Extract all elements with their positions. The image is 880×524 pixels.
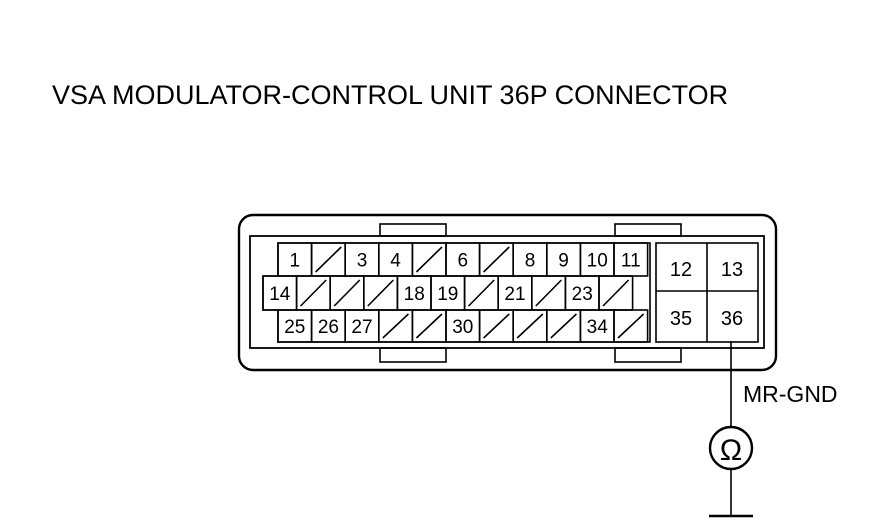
wire-label-mr-gnd: MR-GND	[743, 381, 838, 407]
pin-4: 4	[390, 251, 401, 272]
unused-pin-slash	[535, 279, 562, 307]
pin-1: 1	[290, 251, 301, 272]
pin-8: 8	[525, 251, 536, 272]
unused-pin-slash	[415, 313, 443, 339]
pin-9: 9	[558, 251, 569, 272]
unused-pin-slash	[550, 313, 577, 339]
pin-3: 3	[357, 251, 368, 272]
unused-pin-slash	[468, 279, 495, 307]
pin-13: 13	[721, 259, 743, 281]
unused-pin-slash	[300, 279, 327, 307]
unused-pin-slash	[483, 246, 510, 273]
diagram-title: VSA MODULATOR-CONTROL UNIT 36P CONNECTOR	[52, 80, 728, 110]
lock-tab-top-left	[379, 223, 447, 237]
lock-tab-bottom-right	[614, 347, 682, 363]
pin-26: 26	[318, 317, 339, 338]
pin-35: 35	[670, 308, 692, 330]
pin-34: 34	[587, 317, 609, 338]
pin-30: 30	[452, 317, 473, 338]
pin-21: 21	[504, 284, 525, 305]
right-block-pins: 12 13 35 36	[670, 259, 743, 330]
unused-pin-slash	[382, 313, 409, 339]
unused-pin-slash	[516, 313, 544, 339]
unused-pin-slash	[367, 279, 394, 307]
pin-11: 11	[621, 251, 641, 272]
unused-pin-slash	[602, 279, 630, 307]
lock-tab-top-right	[614, 223, 682, 237]
pin-23: 23	[572, 284, 593, 305]
ground-icon	[709, 469, 753, 518]
pin-12: 12	[670, 259, 692, 281]
unused-pin-slash	[315, 246, 342, 273]
ohm-symbol: Ω	[720, 434, 742, 467]
lock-tab-bottom-left	[379, 347, 447, 363]
unused-pin-slash	[333, 279, 361, 307]
pin-18: 18	[404, 284, 425, 305]
ohm-meter-icon: Ω	[708, 425, 754, 471]
pin-10: 10	[587, 251, 608, 272]
unused-pin-slash	[483, 313, 510, 339]
pin-cell	[613, 309, 649, 343]
unused-pin-slash	[415, 246, 443, 273]
pin-6: 6	[458, 251, 469, 272]
pin-27: 27	[351, 317, 372, 338]
pin-19: 19	[437, 284, 458, 305]
unused-pin-slash	[617, 313, 645, 339]
pin-36: 36	[721, 308, 743, 330]
pin-25: 25	[284, 317, 305, 338]
pin-14: 14	[269, 284, 291, 305]
